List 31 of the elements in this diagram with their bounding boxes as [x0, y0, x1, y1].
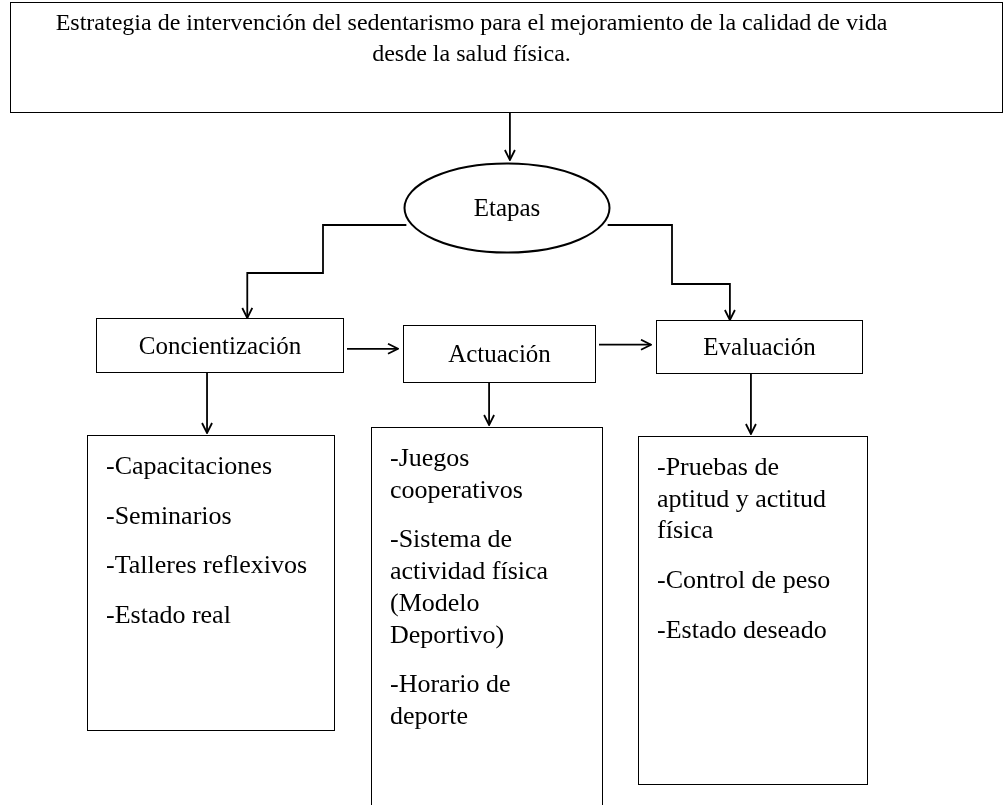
- stage-ellipse: [403, 162, 611, 254]
- activity-item: -Capacitaciones: [106, 450, 274, 482]
- activity-item: -Sistema de actividad física (Modelo Deportivo): [390, 523, 550, 651]
- arrow: [201, 372, 213, 434]
- activity-box: [87, 435, 335, 731]
- activity-item: -Estado real: [106, 599, 232, 631]
- arrow: [483, 382, 495, 426]
- activity-item: -Juegos cooperativos: [390, 442, 524, 506]
- arrow: [598, 338, 652, 351]
- activity-item: -Pruebas de aptitud y actitud física: [657, 451, 827, 547]
- activity-item: -Seminarios: [106, 499, 233, 532]
- activity-item: -Control de peso: [657, 564, 832, 596]
- activity-box: [638, 436, 868, 785]
- stage-label: Etapas: [473, 194, 541, 222]
- arrow: [504, 112, 516, 161]
- stage-box: [96, 318, 344, 373]
- stage-box: [656, 320, 863, 374]
- arrow: [241, 224, 408, 319]
- stage-label: Actuación: [448, 340, 551, 368]
- arrow: [346, 342, 399, 355]
- stage-label: Concientización: [138, 331, 302, 360]
- activity-item: -Horario de deporte: [390, 668, 512, 732]
- title-box: [10, 2, 1003, 113]
- stage-label: Evaluación: [703, 333, 816, 361]
- activity-box: [371, 427, 603, 805]
- title-text: Estrategia de intervención del sedentarismo para el mejoramiento de la calidad de vida desde la salud física.: [54, 8, 889, 69]
- arrow: [606, 224, 736, 321]
- activity-item: -Estado deseado: [657, 613, 828, 646]
- arrow: [745, 373, 757, 435]
- activity-item: -Talleres reflexivos: [106, 549, 309, 582]
- stage-box: [403, 325, 596, 383]
